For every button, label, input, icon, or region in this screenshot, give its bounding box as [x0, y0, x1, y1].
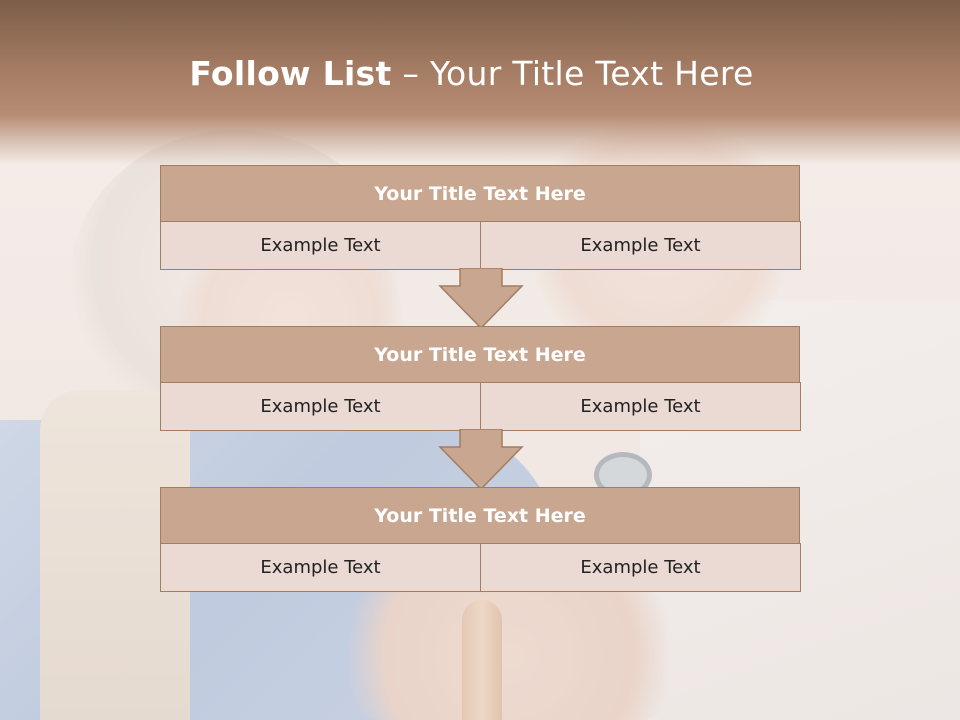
down-arrow-icon [438, 429, 524, 491]
flow-cell-left: Example Text [160, 543, 481, 592]
flow-block-row: Example Text Example Text [160, 382, 801, 431]
flow-block-title: Your Title Text Here [160, 165, 800, 221]
slide-title: Follow List – Your Title Text Here [0, 54, 943, 93]
flow-block-1: Your Title Text Here Example Text Exampl… [160, 165, 801, 272]
down-arrow-icon [438, 268, 524, 330]
flow-cell-left: Example Text [160, 221, 481, 270]
flow-cell-left: Example Text [160, 382, 481, 431]
slide-title-bold: Follow List [189, 54, 392, 93]
background-cane [462, 600, 502, 720]
slide-title-rest: – Your Title Text Here [391, 54, 754, 93]
header-band [0, 0, 960, 165]
flow-block-title: Your Title Text Here [160, 487, 800, 543]
background-hands [300, 570, 720, 720]
flow-cell-right: Example Text [481, 221, 801, 270]
flow-block-2: Your Title Text Here Example Text Exampl… [160, 326, 801, 433]
flow-cell-right: Example Text [481, 543, 801, 592]
flow-cell-right: Example Text [481, 382, 801, 431]
flow-block-row: Example Text Example Text [160, 543, 801, 592]
flow-block-row: Example Text Example Text [160, 221, 801, 270]
flow-block-title: Your Title Text Here [160, 326, 800, 382]
flow-block-3: Your Title Text Here Example Text Exampl… [160, 487, 801, 594]
